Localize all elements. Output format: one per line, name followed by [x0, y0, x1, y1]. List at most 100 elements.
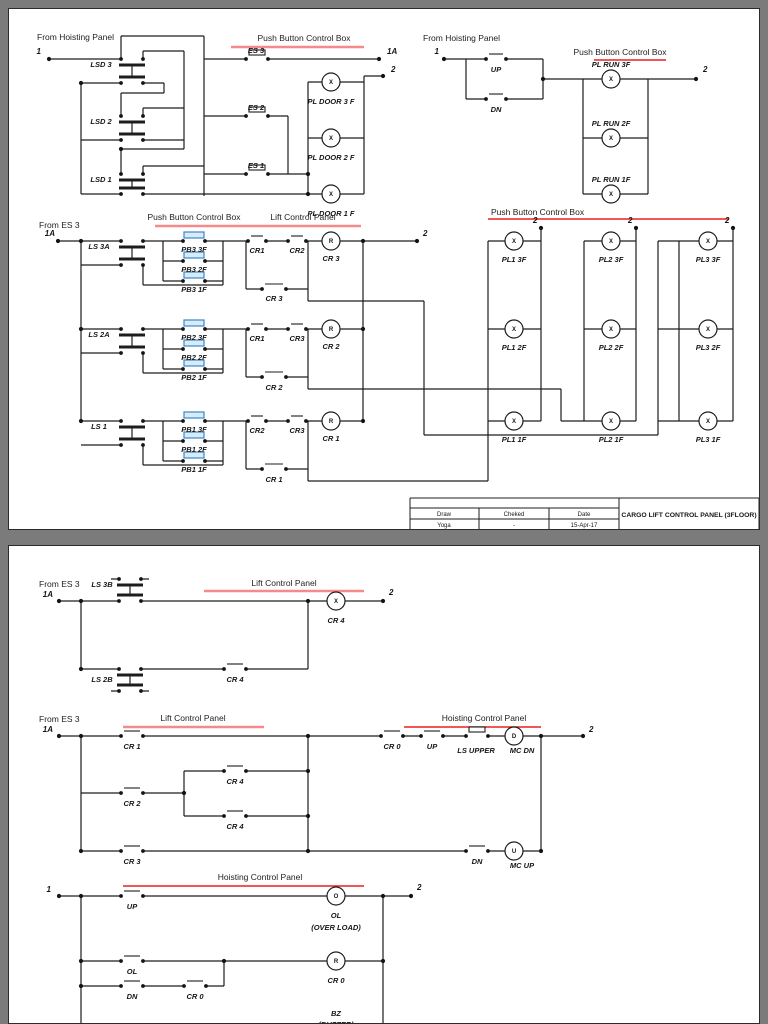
contact-dot [203, 279, 207, 283]
contact-dot [401, 734, 405, 738]
junction-dot [56, 893, 62, 899]
junction-dot [730, 225, 736, 231]
coil-letter: O [334, 894, 339, 900]
coil-symbol [321, 72, 341, 92]
diagram-label: Push Button Control Box [147, 212, 241, 222]
diagram-label: PL2 3F [599, 255, 624, 264]
diagram-label: PL DOOR 1 F [308, 209, 355, 218]
diagram-label: PL RUN 3F [592, 60, 631, 69]
diagram-label: PB1 2F [181, 445, 207, 454]
diagram-label: PB2 3F [181, 333, 207, 342]
diagram-label: Push Button Control Box [491, 207, 585, 217]
contact-dot [119, 734, 123, 738]
diagram-label: PB1 1F [181, 465, 207, 474]
contact-dot [379, 734, 383, 738]
diagram-label: Lift Control Panel [251, 578, 316, 588]
coil-symbol [504, 726, 524, 746]
coil-letter: X [512, 239, 516, 245]
diagram-label: 1 [47, 885, 52, 894]
contact-dot [139, 577, 143, 581]
contact-dot [141, 172, 145, 176]
coil-letter: X [609, 136, 613, 142]
diagram-label: CR 3 [265, 294, 283, 303]
coil-letter: X [609, 419, 613, 425]
diagram-label: CR 2 [123, 799, 141, 808]
contact-dot [141, 734, 145, 738]
junction-dot [78, 958, 84, 964]
contact-dot [141, 57, 145, 61]
diagram-label: CR 3 [123, 857, 141, 866]
coil-letter: X [329, 192, 333, 198]
coil-letter: X [512, 419, 516, 425]
contact-dot [484, 97, 488, 101]
diagram-label: PL3 1F [696, 435, 721, 444]
junction-dot [380, 958, 386, 964]
push-button-symbol [183, 359, 205, 367]
junction-dot [305, 848, 311, 854]
contact-dot [181, 279, 185, 283]
contact-dot [264, 239, 268, 243]
contact-dot [117, 599, 121, 603]
contact-dot [244, 814, 248, 818]
wires [59, 578, 583, 1023]
junction-dot [633, 225, 639, 231]
junction-dot [78, 983, 84, 989]
contact-dot [260, 287, 264, 291]
diagram-label: PB1 3F [181, 425, 207, 434]
junction-dot [56, 598, 62, 604]
contact-dot [304, 419, 308, 423]
diagram-label: LSD 1 [90, 175, 111, 184]
junction-dot [78, 733, 84, 739]
diagram-label: PL RUN 2F [592, 119, 631, 128]
diagram-label: ES 2 [248, 103, 265, 112]
diagram-label: CR 1 [123, 742, 140, 751]
contact-dot [286, 327, 290, 331]
junction-dot [78, 598, 84, 604]
emergency-switch-symbol [248, 49, 266, 56]
contact-dot [246, 419, 250, 423]
contact-dot [286, 239, 290, 243]
wires [49, 35, 734, 482]
push-button-symbol [183, 319, 205, 327]
junction-dot [305, 768, 311, 774]
diagram-label: LSD 2 [90, 117, 112, 126]
header-underline-salmon [155, 45, 364, 228]
junction-dot [441, 56, 447, 62]
contact-dot [119, 81, 123, 85]
contact-dot [464, 734, 468, 738]
contact-dot [141, 419, 145, 423]
contact-dot [141, 959, 145, 963]
contact-dot [284, 467, 288, 471]
diagram-label: PL1 2F [502, 343, 527, 352]
push-button-symbol [183, 251, 205, 259]
contact-dot [139, 689, 143, 693]
diagram-label: 2 [416, 883, 422, 892]
junction-dot [414, 238, 420, 244]
diagram-label: CR 0 [186, 992, 204, 1001]
emergency-switch-symbol [248, 106, 266, 113]
contact-dot [119, 57, 123, 61]
contact-dot [264, 327, 268, 331]
junction-dot [46, 56, 52, 62]
coil-letter: X [334, 599, 338, 605]
contact-dot [141, 138, 145, 142]
diagram-label: 1A [45, 229, 55, 238]
diagram-label: 1A [43, 590, 53, 599]
diagram-label: 2 [702, 65, 708, 74]
contact-dot [141, 114, 145, 118]
push-button-symbol [183, 339, 205, 347]
diagram-label: CR 2 [322, 342, 340, 351]
contact-dot [117, 667, 121, 671]
diagram-label: CR1 [249, 334, 264, 343]
contact-dot [441, 734, 445, 738]
coil-letter: X [706, 419, 710, 425]
diagram-label: CR 4 [226, 777, 244, 786]
contact-dot [119, 138, 123, 142]
diagram-label: ES 3 [248, 46, 265, 55]
junction-dot [78, 666, 84, 672]
contact-dot [504, 97, 508, 101]
diagram-label: CR 2 [265, 383, 283, 392]
diagram-label: MC DN [510, 746, 535, 755]
diagram-label: LS 2B [91, 675, 113, 684]
